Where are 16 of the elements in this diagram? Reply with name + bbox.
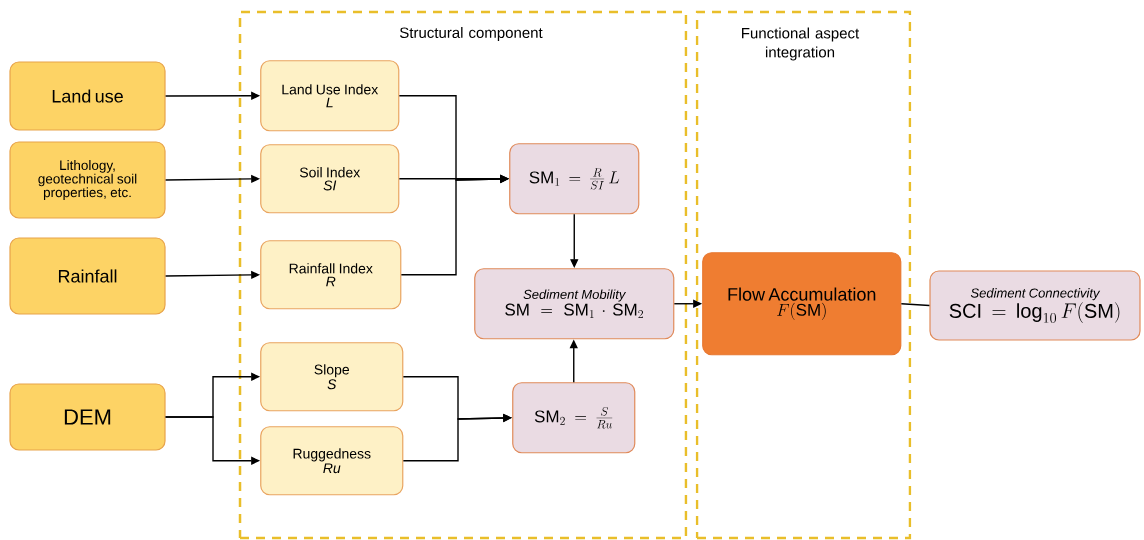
formula-box: $\mathrm{SM}_2 = \frac{S}{Ru}$	[512, 382, 636, 454]
formula-box: Sediment Mobility $\mathrm{SM} = \mathrm{SM}_1 \cdot \mathrm{SM}_2$	[474, 268, 675, 340]
process-box: Flow Accumulation $F(\mathrm{SM})$	[702, 252, 902, 356]
source-box: Rainfall	[9, 237, 166, 315]
index-box: Soil Index SI	[260, 144, 400, 214]
panel-title: Functional aspect integration	[742, 27, 860, 61]
index-box: Ruggedness Ru	[260, 426, 404, 496]
source-box: Lithology, geotechnical soil properties, etc.	[9, 141, 166, 219]
formula-box: $\mathrm{SM}_1 = \frac{R}{SI}\,L$	[509, 143, 640, 215]
index-box: Rainfall Index R	[260, 240, 402, 310]
panel-title: Structural component	[400, 27, 543, 41]
formula-box: Sediment Connectivity $\mathrm{SCI} = \log_{10} F(\mathrm{SM})$	[929, 270, 1141, 341]
index-box: Slope S	[260, 342, 404, 412]
source-box: DEM	[9, 383, 166, 451]
source-box: Land use	[9, 61, 166, 131]
index-box: Land Use Index L	[260, 60, 400, 132]
